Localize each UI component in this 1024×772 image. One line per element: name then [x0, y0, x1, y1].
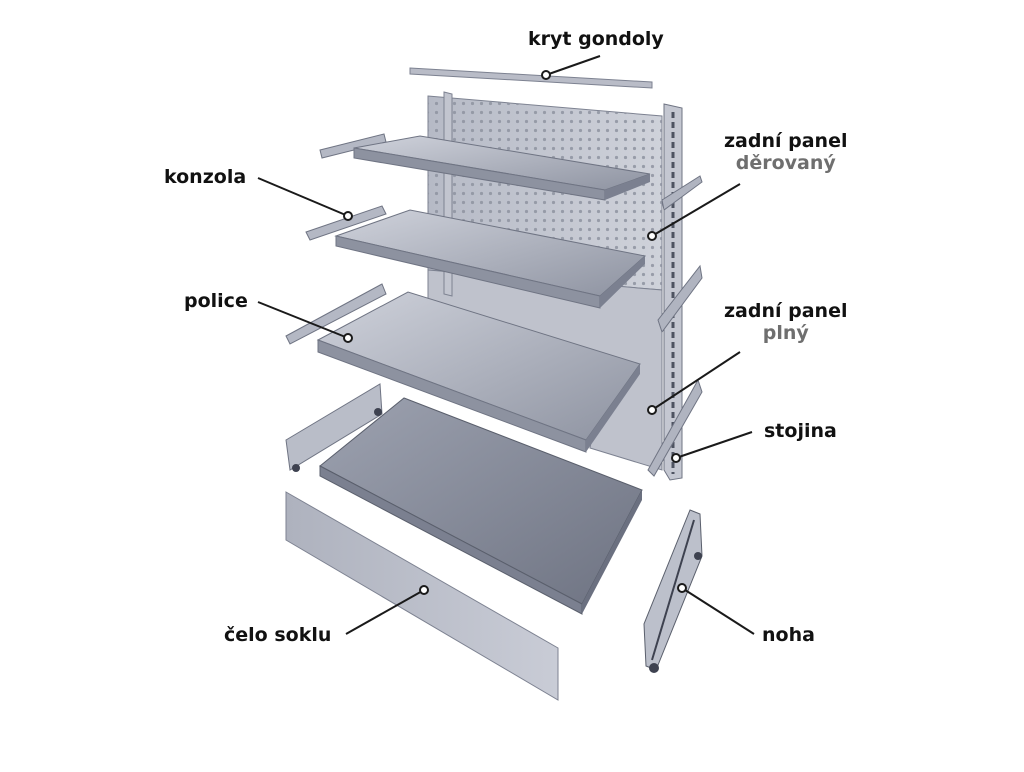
label-noha: noha	[762, 624, 815, 646]
celo-soklu-part	[285, 491, 559, 701]
label-zadni-panel-plny-title: zadní panel	[724, 300, 848, 322]
leader-lines	[257, 55, 755, 635]
police-part-1	[353, 135, 651, 201]
noha-part	[643, 509, 703, 673]
label-kryt-gondoly: kryt gondoly	[528, 28, 664, 50]
label-zadni-panel-derovany-title: zadní panel	[724, 130, 848, 152]
label-zadni-panel-derovany: zadní panel děrovaný	[724, 130, 847, 174]
label-stojina: stojina	[764, 420, 837, 442]
leader-dots	[343, 70, 687, 595]
label-zadni-panel-plny-sub: plný	[762, 322, 809, 344]
police-part-3	[316, 291, 641, 453]
police-part-2	[334, 209, 647, 309]
konzola-part	[285, 133, 387, 345]
kryt-gondoly-part	[409, 67, 653, 89]
label-konzola: konzola	[164, 166, 247, 188]
left-foot-part	[285, 383, 383, 472]
label-zadni-panel-plny: zadní panel plný	[724, 300, 847, 344]
label-celo-soklu: čelo soklu	[224, 624, 332, 646]
base-shelf-part	[319, 397, 643, 615]
label-police: police	[184, 290, 248, 312]
label-zadni-panel-derovany-sub: děrovaný	[735, 152, 836, 174]
stojina-part	[647, 103, 703, 481]
